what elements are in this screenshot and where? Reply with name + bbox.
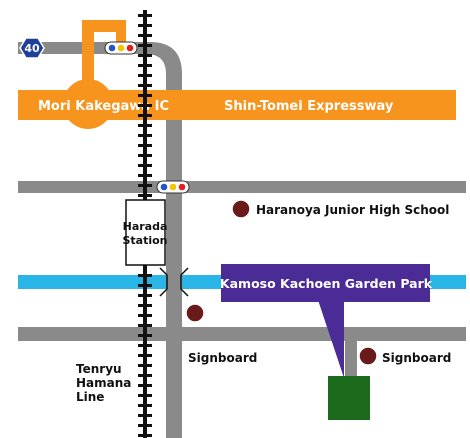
harada-station: Harada Station — [122, 199, 168, 266]
signal-blue-light — [160, 183, 168, 191]
rail-tie — [138, 414, 152, 417]
ic-ramp-right — [116, 20, 126, 54]
destination-pointer — [318, 300, 344, 378]
rail-tie — [138, 284, 152, 287]
rail-tie — [138, 304, 152, 307]
rail-tie — [138, 164, 152, 167]
bridge — [159, 267, 189, 297]
rail-tie — [138, 354, 152, 357]
rail-tie — [138, 334, 152, 337]
rail-tie — [138, 64, 152, 67]
signboard-right: Signboard — [358, 346, 451, 366]
signal-yellow-light — [117, 44, 125, 52]
ic-label: Mori Kakegawa IC — [38, 99, 169, 114]
road-middle — [18, 181, 466, 193]
expressway: Mori Kakegawa IC Shin-Tomei Expressway — [18, 20, 456, 129]
rail-tie — [138, 364, 152, 367]
rail-tie — [138, 144, 152, 147]
rail-tie — [138, 394, 152, 397]
signal-red-light — [126, 44, 134, 52]
rail-tie — [138, 44, 152, 47]
rail-ties — [138, 14, 152, 437]
rail-tie — [138, 184, 152, 187]
rail-tie — [138, 174, 152, 177]
school-marker-dot — [231, 199, 251, 219]
rail-tie — [138, 374, 152, 377]
rail-tie — [138, 114, 152, 117]
station-name-line2: Station — [122, 234, 167, 247]
rail-tie — [138, 14, 152, 17]
route-badge-shape — [19, 37, 45, 59]
signal-yellow-light — [169, 183, 177, 191]
signal-red-light — [178, 183, 186, 191]
park-area — [328, 376, 370, 420]
destination-label: Kamoso Kachoen Garden Park — [220, 276, 433, 291]
signboard-marker — [358, 346, 378, 366]
rail-tie — [138, 404, 152, 407]
rail-tie — [138, 384, 152, 387]
signboard-left: Signboard — [185, 303, 257, 365]
roads — [18, 42, 466, 438]
rail-tie — [138, 274, 152, 277]
bridge-right-bracket — [180, 267, 189, 297]
rail-tie — [138, 134, 152, 137]
rail-tie — [138, 94, 152, 97]
rail-tie — [138, 34, 152, 37]
rail-tie — [138, 314, 152, 317]
rail-tie — [138, 54, 152, 57]
rail-tie — [138, 294, 152, 297]
route-number: 40 — [24, 42, 40, 55]
school-label: Haranoya Junior High School — [256, 203, 449, 217]
expressway-label: Shin-Tomei Expressway — [224, 99, 394, 114]
signboard-left-label: Signboard — [188, 351, 257, 365]
rail-tie — [138, 154, 152, 157]
rail-tie — [138, 104, 152, 107]
station-box — [125, 199, 166, 266]
bridge-left-bracket — [159, 267, 168, 297]
signboard-marker — [185, 303, 205, 323]
rail-line-label-3: Line — [76, 390, 104, 404]
rail-line-label: Tenryu Hamana Line — [76, 362, 131, 404]
rail-tie — [138, 424, 152, 427]
road-spur — [345, 341, 357, 377]
ic-ramp-left — [82, 20, 94, 88]
rail-tie — [138, 24, 152, 27]
signal-middle — [156, 180, 190, 194]
rail-tie — [138, 74, 152, 77]
rail-tie — [138, 344, 152, 347]
expressway-band — [18, 90, 456, 120]
route-40-badge: 40 — [19, 37, 45, 59]
rail-tie — [138, 84, 152, 87]
rail-tie — [138, 194, 152, 197]
road-lower — [18, 327, 466, 341]
signal-top — [104, 41, 138, 55]
rail-tie — [138, 324, 152, 327]
rail-tie — [138, 124, 152, 127]
rail-line-label-1: Tenryu — [76, 362, 122, 376]
station-name-line1: Harada — [123, 220, 168, 233]
rail-line-label-2: Hamana — [76, 376, 131, 390]
destination-box — [221, 264, 430, 302]
rail-tie — [138, 434, 152, 437]
signal-blue-light — [108, 44, 116, 52]
school-marker: Haranoya Junior High School — [231, 199, 449, 219]
destination-callout: Kamoso Kachoen Garden Park — [220, 264, 433, 378]
signboard-right-label: Signboard — [382, 351, 451, 365]
